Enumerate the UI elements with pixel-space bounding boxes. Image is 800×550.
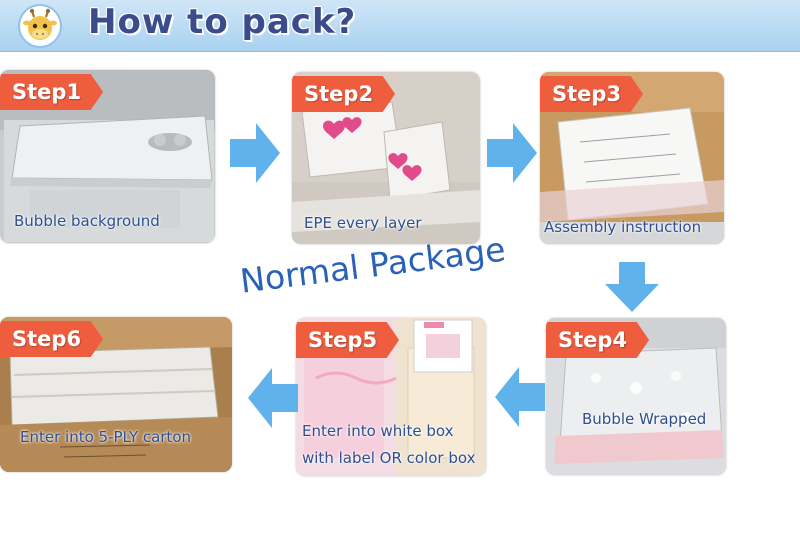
step1-tag: Step1	[0, 74, 104, 110]
step3-caption: Assembly instruction	[544, 218, 702, 236]
header-banner: How to pack?	[0, 0, 800, 52]
step6-caption: Enter into 5-PLY carton	[20, 428, 191, 446]
step2-caption: EPE every layer	[304, 214, 422, 232]
step2-card: Step2 EPE every layer	[292, 72, 480, 244]
step5-caption-line2: with label OR color box	[302, 449, 476, 467]
step4-caption: Bubble Wrapped	[582, 410, 707, 428]
step1-photo	[0, 70, 215, 243]
arrow-left-icon	[248, 368, 298, 428]
giraffe-logo-icon	[18, 4, 62, 48]
arrow-left-icon	[495, 367, 545, 427]
step2-tag: Step2	[292, 76, 396, 112]
step6-photo	[0, 317, 232, 472]
step3-card: Step3 Assembly instruction	[540, 72, 724, 244]
step3-tag: Step3	[540, 76, 644, 112]
arrow-right-icon	[230, 123, 280, 183]
step5-card: Step5 Enter into white box with label OR…	[296, 318, 486, 476]
step1-card: Step1 Bubble background	[0, 70, 215, 243]
step5-tag: Step5	[296, 322, 400, 358]
arrow-right-icon	[487, 123, 537, 183]
step4-card: Step4 Bubble Wrapped	[546, 318, 726, 475]
step1-caption: Bubble background	[14, 212, 160, 230]
step6-card: Step6 Enter into 5-PLY carton	[0, 317, 232, 472]
step4-tag: Step4	[546, 322, 650, 358]
page-title: How to pack?	[88, 2, 357, 42]
step5-caption-line1: Enter into white box	[302, 422, 454, 440]
step6-tag: Step6	[0, 321, 104, 357]
arrow-down-icon	[605, 262, 659, 312]
